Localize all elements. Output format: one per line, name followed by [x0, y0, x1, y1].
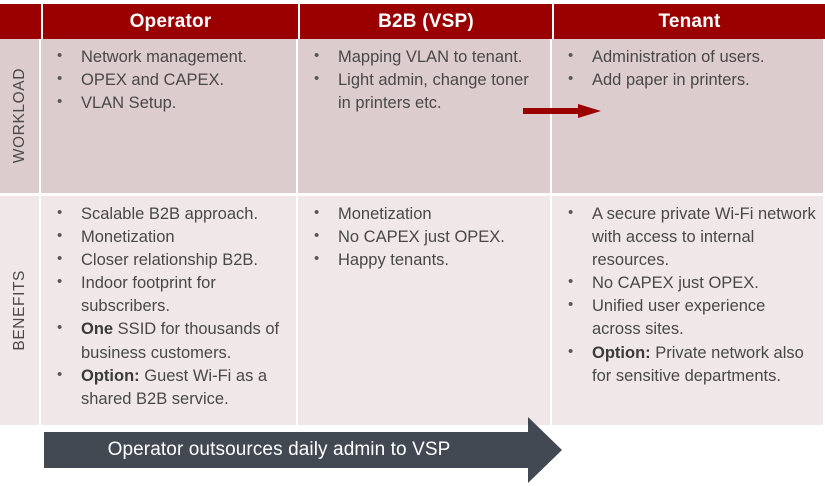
list-item: No CAPEX just OPEX. [566, 271, 817, 295]
bullet-list-benefits-operator: Scalable B2B approach.MonetizationCloser… [55, 202, 290, 411]
list-item: VLAN Setup. [55, 91, 290, 115]
list-item: Administration of users. [566, 45, 817, 69]
list-item-emphasis: Option: [592, 343, 651, 362]
list-item: Unified user experience across sites. [566, 294, 817, 341]
cell-workload-tenant: Administration of users.Add paper in pri… [552, 39, 823, 193]
list-item: Scalable B2B approach. [55, 202, 290, 226]
list-item: Network management. [55, 45, 290, 69]
cell-workload-b2b: Mapping VLAN to tenant.Light admin, chan… [298, 39, 552, 193]
list-item: A secure private Wi-Fi network with acce… [566, 202, 817, 272]
bullet-list-workload-b2b: Mapping VLAN to tenant.Light admin, chan… [312, 45, 544, 115]
header-cell-operator: Operator [43, 4, 298, 39]
list-item: One SSID for thousands of business custo… [55, 317, 290, 364]
cell-benefits-b2b: MonetizationNo CAPEX just OPEX.Happy ten… [298, 196, 552, 425]
bullet-list-benefits-tenant: A secure private Wi-Fi network with acce… [566, 202, 817, 388]
table-header-row: Operator B2B (VSP) Tenant [0, 4, 825, 39]
list-item: Happy tenants. [312, 248, 544, 272]
list-item: OPEX and CAPEX. [55, 68, 290, 92]
list-item: Option: Guest Wi-Fi as a shared B2B serv… [55, 364, 290, 411]
table-body: WORKLOAD Network management.OPEX and CAP… [0, 39, 825, 426]
header-cell-tenant: Tenant [554, 4, 825, 39]
row-label-benefits-text: BENEFITS [10, 270, 28, 351]
list-item: Add paper in printers. [566, 68, 817, 92]
bullet-list-workload-tenant: Administration of users.Add paper in pri… [566, 45, 817, 92]
bullet-list-workload-operator: Network management.OPEX and CAPEX.VLAN S… [55, 45, 290, 115]
header-cell-corner [0, 4, 41, 39]
row-label-workload-text: WORKLOAD [10, 68, 28, 164]
list-item: Closer relationship B2B. [55, 248, 290, 272]
cell-benefits-tenant: A secure private Wi-Fi network with acce… [552, 196, 823, 425]
outsourcing-banner-arrow: Operator outsources daily admin to VSP [44, 417, 562, 483]
list-item: Monetization [55, 225, 290, 249]
row-label-benefits: BENEFITS [0, 196, 41, 425]
outsourcing-banner-label: Operator outsources daily admin to VSP [107, 439, 451, 460]
cell-workload-operator: Network management.OPEX and CAPEX.VLAN S… [41, 39, 298, 193]
list-item: Mapping VLAN to tenant. [312, 45, 544, 69]
table-row: BENEFITS Scalable B2B approach.Monetizat… [0, 196, 825, 425]
list-item-emphasis: One [81, 320, 114, 339]
bullet-list-benefits-b2b: MonetizationNo CAPEX just OPEX.Happy ten… [312, 202, 544, 272]
list-item: No CAPEX just OPEX. [312, 225, 544, 249]
list-item: Light admin, change toner in printers et… [312, 68, 544, 115]
list-item: Indoor footprint for subscribers. [55, 271, 290, 318]
list-item: Option: Private network also for sensiti… [566, 341, 817, 388]
list-item: Monetization [312, 202, 544, 226]
row-label-workload: WORKLOAD [0, 39, 41, 193]
header-cell-b2b: B2B (VSP) [300, 4, 552, 39]
table-row: WORKLOAD Network management.OPEX and CAP… [0, 39, 825, 196]
list-item-emphasis: Option: [81, 366, 140, 385]
cell-benefits-operator: Scalable B2B approach.MonetizationCloser… [41, 196, 298, 425]
